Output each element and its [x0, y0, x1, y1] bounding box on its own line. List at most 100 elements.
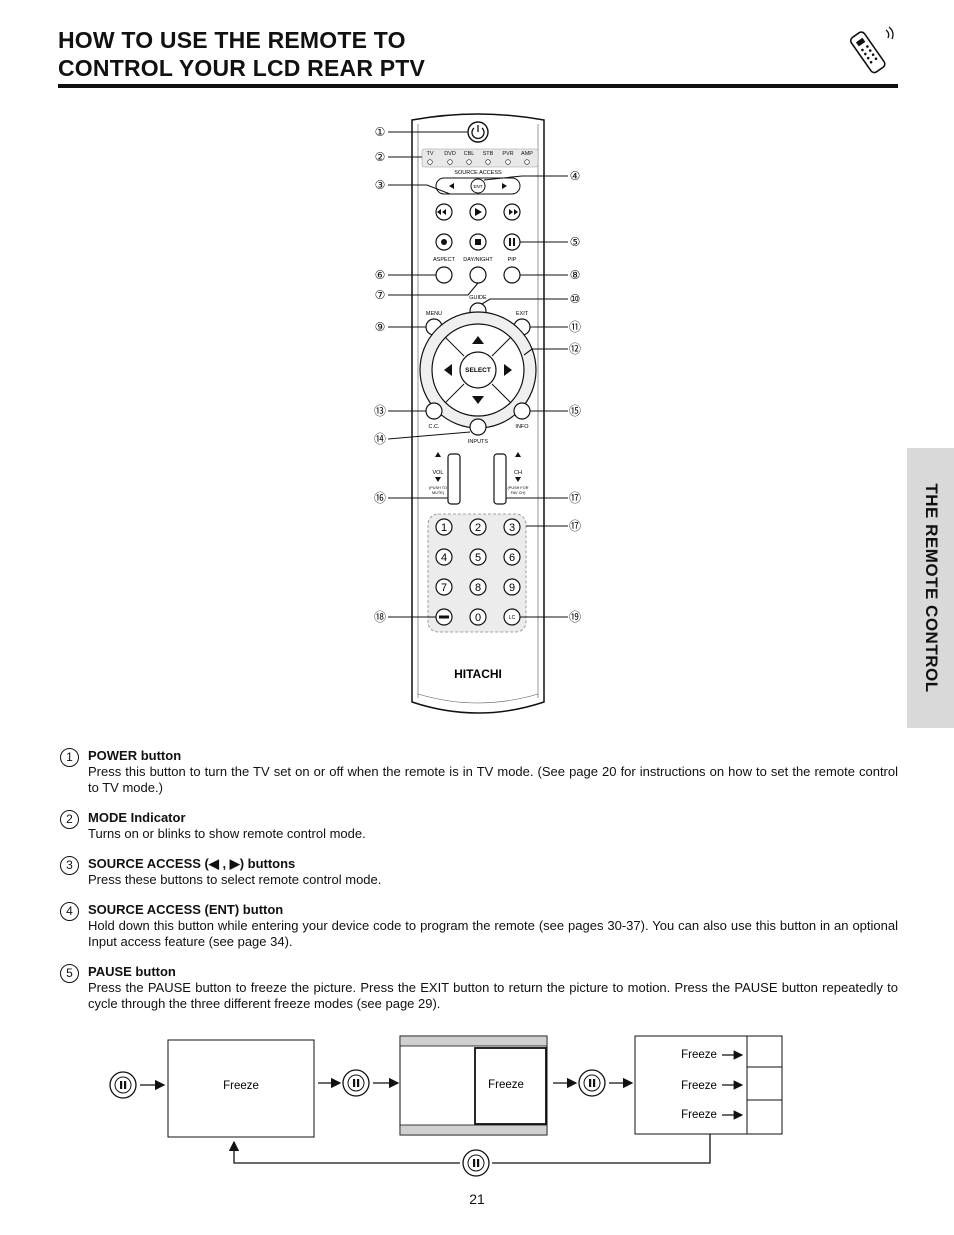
pause-icon	[109, 1071, 137, 1099]
digit-label: 3	[509, 522, 515, 534]
select-button[interactable]	[459, 351, 497, 389]
menu-label: MENU	[426, 311, 442, 317]
side-tab: THE REMOTE CONTROL	[907, 448, 954, 728]
callout-14: ⑭	[374, 432, 386, 446]
inputs-button[interactable]	[469, 418, 487, 436]
digit-9-button[interactable]: 9	[503, 578, 521, 596]
channel-rocker[interactable]	[493, 453, 507, 505]
digit-2-button[interactable]: 2	[469, 518, 487, 536]
freeze-label-3c: Freeze	[681, 1109, 717, 1121]
ch-sub2: FAV CH)	[511, 491, 526, 495]
vol-sub2: MUTE)	[432, 491, 445, 495]
freeze-screen-full	[167, 1039, 315, 1138]
remote-illustration: TV DVD CBL STB PVR AMP SOURCE ACCESS ENT	[374, 113, 581, 714]
mode-stb: STB	[483, 151, 494, 157]
page-title-line2: CONTROL YOUR LCD REAR PTV	[58, 55, 426, 81]
digit-3-button[interactable]: 3	[503, 518, 521, 536]
stop-icon	[475, 239, 481, 245]
callout-3: ③	[375, 178, 386, 192]
description-item: 3 SOURCE ACCESS (◀ , ▶) buttons Press th…	[58, 856, 898, 888]
callout-2: ②	[375, 150, 386, 164]
power-button[interactable]	[467, 121, 489, 143]
source-ent-button[interactable]: ENT	[470, 178, 486, 194]
source-access-label: SOURCE ACCESS	[454, 170, 502, 176]
item-heading: SOURCE ACCESS (◀ , ▶) buttons	[88, 856, 296, 871]
number-pad	[427, 513, 527, 633]
mode-pvr: PVR	[502, 151, 513, 157]
ch-label: CH	[514, 470, 522, 476]
source-right-button[interactable]	[502, 183, 507, 189]
cc-button[interactable]	[425, 402, 443, 420]
play-icon	[475, 208, 482, 216]
digit-label: 5	[475, 552, 481, 564]
source-left-button[interactable]	[449, 183, 454, 189]
item-number: 3	[60, 856, 79, 875]
digit-7-button[interactable]: 7	[435, 578, 453, 596]
item-body: Press this button to turn the TV set on …	[88, 764, 898, 795]
info-button[interactable]	[513, 402, 531, 420]
callout-7: ⑦	[375, 288, 386, 302]
callout-lines	[387, 131, 568, 618]
svg-text:0: 0	[475, 612, 481, 624]
digit-4-button[interactable]: 4	[435, 548, 453, 566]
side-tab-label: THE REMOTE CONTROL	[921, 483, 941, 693]
item-heading: POWER button	[88, 748, 182, 763]
item-body: Press the PAUSE button to freeze the pic…	[88, 980, 898, 1011]
ch-sub1: (PUSH FOR	[508, 486, 529, 490]
item-number: 4	[60, 902, 79, 921]
guide-label: GUIDE	[469, 295, 487, 301]
pip-button[interactable]	[503, 266, 521, 284]
pause-button[interactable]	[503, 233, 521, 251]
callout-12: ⑫	[569, 342, 581, 356]
freeze-label-1: Freeze	[223, 1080, 259, 1092]
button-descriptions: 1 POWER button Press this button to turn…	[58, 748, 898, 1026]
aspect-label: ASPECT	[433, 257, 456, 263]
brand-logo: HITACHI	[454, 667, 502, 681]
item-heading: SOURCE ACCESS (ENT) button	[88, 902, 284, 917]
callout-18: ⑱	[374, 610, 386, 624]
callout-17a: ⑰	[569, 491, 581, 505]
callout-13: ⑬	[374, 404, 386, 418]
digit-label: 6	[509, 552, 515, 564]
dash-button[interactable]	[435, 608, 453, 626]
item-number: 2	[60, 810, 79, 829]
callout-1: ①	[375, 125, 386, 139]
item-number: 1	[60, 748, 79, 767]
cc-label: C.C.	[429, 424, 440, 430]
callout-17b: ⑰	[569, 519, 581, 533]
vol-sub1: (PUSH TO	[429, 486, 447, 490]
dpad-up-icon	[472, 336, 484, 344]
callout-10: ⑩	[570, 292, 581, 306]
digit-1-button[interactable]: 1	[435, 518, 453, 536]
lc-button[interactable]: LC	[503, 608, 521, 626]
aspect-button[interactable]	[435, 266, 453, 284]
callout-11: ⑪	[569, 320, 581, 334]
mode-led-row	[427, 159, 530, 165]
remote-icon	[849, 26, 894, 74]
item-heading: MODE Indicator	[88, 810, 186, 825]
digit-label: 2	[475, 522, 481, 534]
description-item: 1 POWER button Press this button to turn…	[58, 748, 898, 796]
digit-label: 9	[509, 582, 515, 594]
item-body: Hold down this button while entering you…	[88, 918, 898, 949]
callout-15: ⑮	[569, 404, 581, 418]
pause-icon-bar-right	[513, 238, 515, 246]
svg-text:ENT: ENT	[474, 184, 483, 189]
pause-icon-bar-left	[509, 238, 511, 246]
item-body: Press these buttons to select remote con…	[88, 872, 382, 887]
digit-6-button[interactable]: 6	[503, 548, 521, 566]
description-item: 5 PAUSE button Press the PAUSE button to…	[58, 964, 898, 1012]
rewind-icon	[437, 209, 446, 215]
volume-rocker[interactable]	[447, 453, 461, 505]
digit-5-button[interactable]: 5	[469, 548, 487, 566]
page-title: HOW TO USE THE REMOTE TO CONTROL YOUR LC…	[58, 26, 425, 82]
callout-4: ④	[570, 169, 581, 183]
day-night-button[interactable]	[469, 266, 487, 284]
digit-label: 1	[441, 522, 447, 534]
pause-icon	[578, 1069, 606, 1097]
digit-0-button[interactable]: 0	[469, 608, 487, 626]
mode-amp: AMP	[521, 151, 533, 157]
vol-label: VOL	[432, 470, 443, 476]
digit-8-button[interactable]: 8	[469, 578, 487, 596]
